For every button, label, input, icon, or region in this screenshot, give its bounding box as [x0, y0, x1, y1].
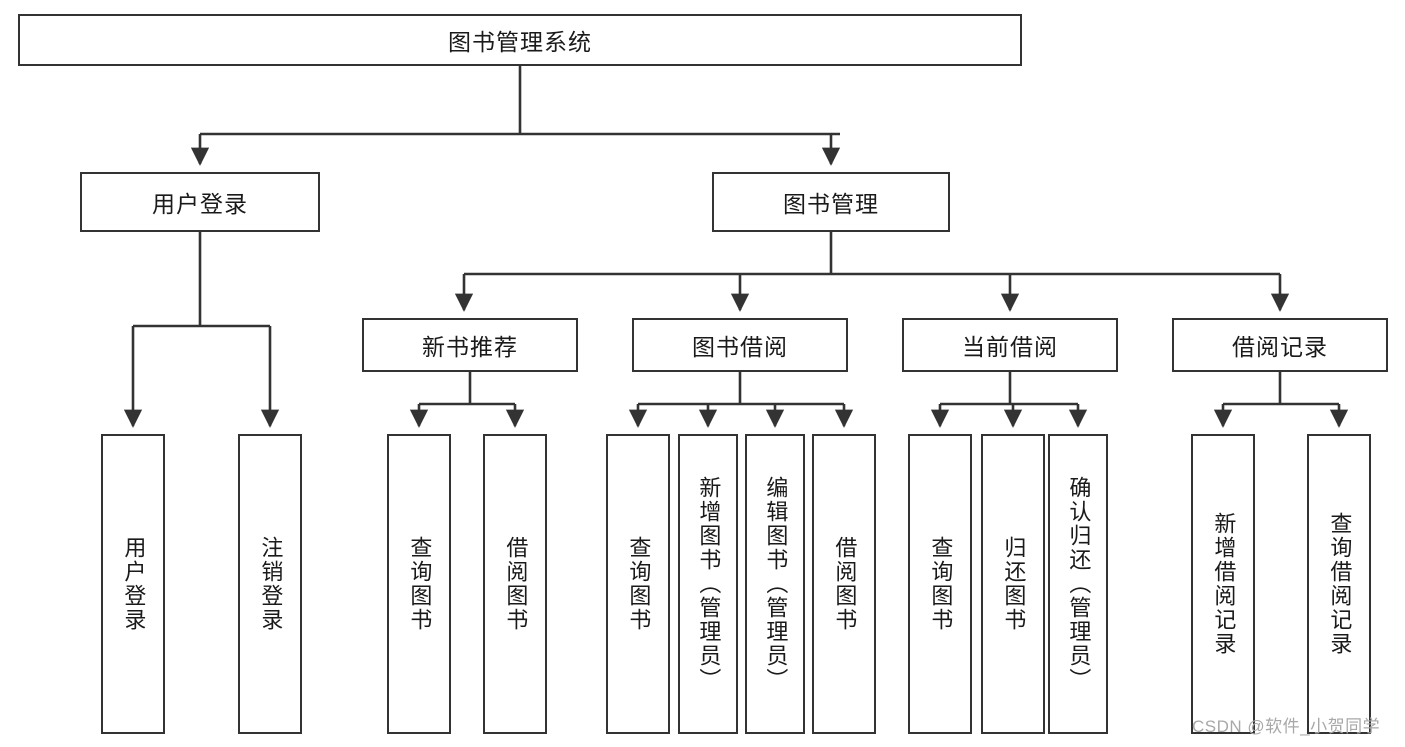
node-current-borrow[interactable]: 当前借阅	[902, 318, 1118, 372]
node-leaf-query-book-3-label: 查询图书	[928, 536, 954, 632]
node-leaf-logout-login-label: 注销登录	[258, 536, 284, 632]
node-root[interactable]: 图书管理系统	[18, 14, 1022, 66]
node-leaf-return-book-label: 归还图书	[1001, 536, 1027, 632]
node-user-login-label: 用户登录	[152, 191, 248, 217]
node-leaf-add-book[interactable]: 新增图书（管理员）	[678, 434, 738, 734]
node-leaf-add-book-label: 新增图书（管理员）	[696, 476, 722, 692]
node-leaf-query-record-label: 查询借阅记录	[1327, 512, 1353, 656]
node-book-manage-label: 图书管理	[783, 191, 879, 217]
node-leaf-user-login-label: 用户登录	[121, 536, 147, 632]
node-leaf-borrow-book-2[interactable]: 借阅图书	[812, 434, 876, 734]
node-leaf-edit-book[interactable]: 编辑图书（管理员）	[745, 434, 805, 734]
node-leaf-confirm-return[interactable]: 确认归还（管理员）	[1048, 434, 1108, 734]
node-leaf-logout-login[interactable]: 注销登录	[238, 434, 302, 734]
node-leaf-query-book-2[interactable]: 查询图书	[606, 434, 670, 734]
node-leaf-confirm-return-label: 确认归还（管理员）	[1066, 476, 1092, 692]
node-borrow-record[interactable]: 借阅记录	[1172, 318, 1388, 372]
node-leaf-edit-book-label: 编辑图书（管理员）	[763, 476, 789, 692]
node-leaf-borrow-book-2-label: 借阅图书	[832, 536, 858, 632]
node-book-manage[interactable]: 图书管理	[712, 172, 950, 232]
node-root-label: 图书管理系统	[448, 29, 592, 55]
node-leaf-query-record[interactable]: 查询借阅记录	[1307, 434, 1371, 734]
node-book-borrow[interactable]: 图书借阅	[632, 318, 848, 372]
node-book-borrow-label: 图书借阅	[692, 334, 788, 360]
node-borrow-record-label: 借阅记录	[1232, 334, 1328, 360]
node-leaf-return-book[interactable]: 归还图书	[981, 434, 1045, 734]
node-user-login[interactable]: 用户登录	[80, 172, 320, 232]
node-leaf-query-book-3[interactable]: 查询图书	[908, 434, 972, 734]
node-leaf-borrow-book-1[interactable]: 借阅图书	[483, 434, 547, 734]
node-leaf-add-record[interactable]: 新增借阅记录	[1191, 434, 1255, 734]
node-leaf-borrow-book-1-label: 借阅图书	[503, 536, 529, 632]
node-leaf-add-record-label: 新增借阅记录	[1211, 512, 1237, 656]
node-new-book-recommend-label: 新书推荐	[422, 334, 518, 360]
node-leaf-user-login[interactable]: 用户登录	[101, 434, 165, 734]
node-leaf-query-book-1[interactable]: 查询图书	[387, 434, 451, 734]
watermark: CSDN @软件_小贺同学	[1192, 717, 1381, 736]
node-new-book-recommend[interactable]: 新书推荐	[362, 318, 578, 372]
node-leaf-query-book-2-label: 查询图书	[626, 536, 652, 632]
node-current-borrow-label: 当前借阅	[962, 334, 1058, 360]
node-leaf-query-book-1-label: 查询图书	[407, 536, 433, 632]
